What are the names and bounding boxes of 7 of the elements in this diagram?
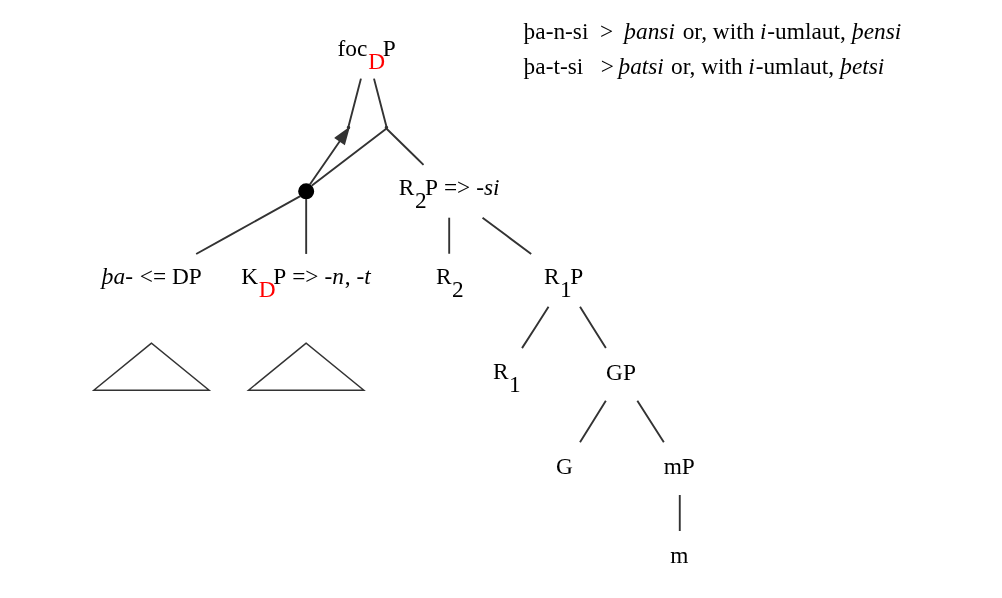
label: þa-n-si > þansi or, with i-umlaut, þensi — [523, 17, 902, 44]
label: þa-t-si > þatsi or, with i-umlaut, þetsi — [523, 52, 885, 79]
node-text: G — [556, 453, 573, 480]
node-text: mP — [663, 453, 695, 480]
node-text: m — [670, 542, 689, 569]
node-text: þa- <= DP — [101, 263, 202, 290]
node-text: GP — [606, 359, 636, 386]
